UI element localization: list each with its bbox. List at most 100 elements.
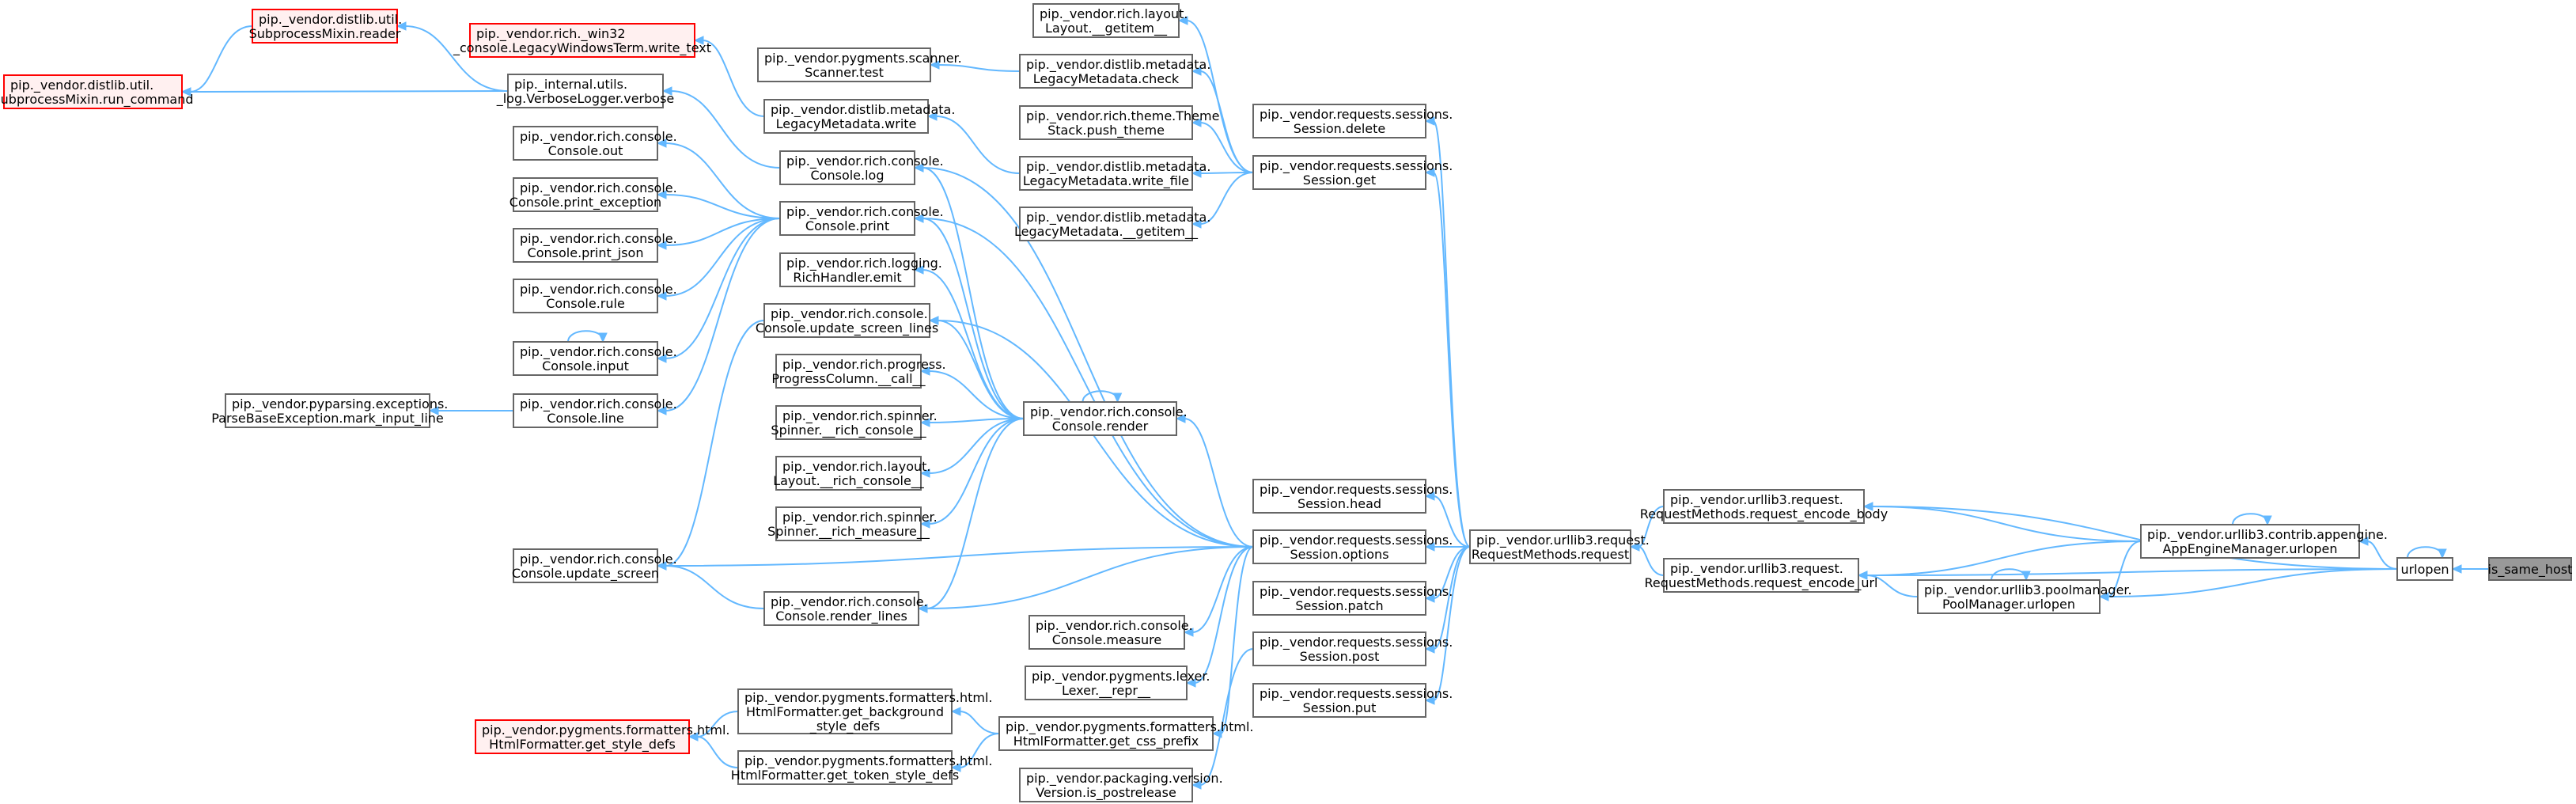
graph-node-console-rule[interactable]: pip._vendor.rich.console.Console.rule <box>513 279 677 313</box>
graph-node-is-postrelease[interactable]: pip._vendor.packaging.version.Version.is… <box>1019 768 1223 802</box>
node-label-line: pip._vendor.rich.progress. <box>782 357 946 373</box>
edge-line <box>665 546 1254 567</box>
graph-node-subprocess-reader[interactable]: pip._vendor.distlib.util.SubprocessMixin… <box>249 9 403 44</box>
node-label-line: Spinner.__rich_console__ <box>771 423 926 438</box>
graph-edge <box>917 418 1025 613</box>
edge-line <box>2107 540 2142 597</box>
node-label-line: _log.VerboseLogger.verbose <box>496 91 675 107</box>
graph-node-console-log[interactable]: pip._vendor.rich.console.Console.log <box>779 150 944 185</box>
graph-node-legacy-getitem[interactable]: pip._vendor.distlib.metadata.LegacyMetad… <box>1014 207 1210 241</box>
graph-node-get-style-defs[interactable]: pip._vendor.pygments.formatters.html.Htm… <box>475 719 730 754</box>
edge-line <box>922 218 1025 419</box>
node-box <box>1019 54 1193 89</box>
graph-node-session-head[interactable]: pip._vendor.requests.sessions.Session.he… <box>1252 479 1453 514</box>
graph-node-mark-input-line[interactable]: pip._vendor.pyparsing.exceptions.ParseBa… <box>211 393 448 428</box>
graph-node-scanner-test[interactable]: pip._vendor.pygments.scanner.Scanner.tes… <box>757 47 962 82</box>
graph-edge <box>928 316 1025 419</box>
graph-node-console-render[interactable]: pip._vendor.rich.console.Console.render <box>1023 401 1188 436</box>
graph-node-subprocess-run[interactable]: pip._vendor.distlib.util.SubprocessMixin… <box>0 74 194 109</box>
edge-line <box>1186 20 1254 173</box>
edge-line <box>922 218 1254 548</box>
graph-node-session-put[interactable]: pip._vendor.requests.sessions.Session.pu… <box>1252 683 1453 718</box>
graph-node-legacy-write-file[interactable]: pip._vendor.distlib.metadata.LegacyMetad… <box>1019 156 1210 191</box>
node-label-line: pip._vendor.packaging.version. <box>1026 771 1223 787</box>
node-label-line: Layout.__getitem__ <box>1045 21 1168 36</box>
graph-edge <box>950 707 1000 734</box>
graph-node-is-same-host[interactable]: is_same_host <box>2488 557 2573 581</box>
edge-arrowhead <box>2263 515 2272 526</box>
node-label-line: ParseBaseException.mark_input_line <box>211 411 444 427</box>
graph-edge <box>656 561 765 609</box>
edge-line <box>2232 513 2268 525</box>
edge-arrowhead <box>1191 66 1202 76</box>
node-label-line: HtmlFormatter.get_css_prefix <box>1013 734 1199 749</box>
graph-node-print-exception[interactable]: pip._vendor.rich.console.Console.print_e… <box>510 177 677 212</box>
graph-edge <box>913 163 1025 419</box>
node-label-line: pip._vendor.rich.console. <box>520 231 677 247</box>
graph-node-print-json[interactable]: pip._vendor.rich.console.Console.print_j… <box>513 228 677 263</box>
edge-line <box>1199 70 1254 173</box>
graph-edge <box>656 190 781 219</box>
graph-node-legacy-check[interactable]: pip._vendor.distlib.metadata.LegacyMetad… <box>1019 54 1210 89</box>
graph-node-urlopen[interactable]: urlopen <box>2396 557 2453 581</box>
node-box <box>513 393 658 428</box>
graph-node-spinner-measure[interactable]: pip._vendor.rich.spinner.Spinner.__rich_… <box>767 506 938 541</box>
graph-node-console-input[interactable]: pip._vendor.rich.console.Console.input <box>513 341 677 376</box>
graph-node-session-delete[interactable]: pip._vendor.requests.sessions.Session.de… <box>1252 104 1453 138</box>
graph-node-request-encode-url[interactable]: pip._vendor.urllib3.request.RequestMetho… <box>1645 558 1878 593</box>
node-label-line: Stack.push_theme <box>1047 123 1165 138</box>
graph-edge <box>656 320 765 571</box>
graph-node-poolmanager-urlopen[interactable]: pip._vendor.urllib3.poolmanager.PoolMana… <box>1917 579 2132 614</box>
edge-arrowhead <box>656 241 667 250</box>
graph-node-update-screen[interactable]: pip._vendor.rich.console.Console.update_… <box>512 548 677 583</box>
graph-edge <box>2098 568 2398 601</box>
graph-node-session-patch[interactable]: pip._vendor.requests.sessions.Session.pa… <box>1252 581 1453 616</box>
graph-node-get-css-prefix[interactable]: pip._vendor.pygments.formatters.html.Htm… <box>998 716 1254 751</box>
graph-node-get-background[interactable]: pip._vendor.pygments.formatters.html.Htm… <box>737 688 993 734</box>
graph-node-update-screen-lines[interactable]: pip._vendor.rich.console.Console.update_… <box>756 303 938 338</box>
graph-node-session-options[interactable]: pip._vendor.requests.sessions.Session.op… <box>1252 529 1453 564</box>
graph-node-console-line[interactable]: pip._vendor.rich.console.Console.line <box>513 393 677 428</box>
graph-node-layout-getitem[interactable]: pip._vendor.rich.layout.Layout.__getitem… <box>1032 3 1188 38</box>
node-label-line: Console.input <box>542 358 629 374</box>
node-label-line: pip._vendor.rich.console. <box>786 204 944 220</box>
graph-edge <box>1424 491 1471 548</box>
graph-node-session-get[interactable]: pip._vendor.requests.sessions.Session.ge… <box>1252 155 1453 190</box>
graph-node-session-post[interactable]: pip._vendor.requests.sessions.Session.po… <box>1252 631 1453 666</box>
graph-edge <box>2098 540 2142 601</box>
graph-node-render-lines[interactable]: pip._vendor.rich.console.Console.render_… <box>763 591 928 626</box>
node-label-line: urlopen <box>2400 562 2449 577</box>
graph-node-get-token[interactable]: pip._vendor.pygments.formatters.html.Htm… <box>731 750 993 785</box>
graph-node-request-encode-body[interactable]: pip._vendor.urllib3.request.RequestMetho… <box>1640 489 1888 524</box>
node-box <box>1019 105 1193 140</box>
graph-node-progress-call[interactable]: pip._vendor.rich.progress.ProgressColumn… <box>771 354 946 389</box>
graph-edge <box>1191 118 1254 173</box>
edge-arrowhead <box>919 366 930 376</box>
node-label-line: pip._vendor.rich.console. <box>520 344 677 360</box>
graph-node-console-print[interactable]: pip._vendor.rich.console.Console.print <box>779 201 944 236</box>
edge-arrowhead <box>1424 116 1435 126</box>
graph-node-legacy-write[interactable]: pip._vendor.distlib.metadata.LegacyMetad… <box>763 99 955 134</box>
node-label-line: pip._vendor.distlib.metadata. <box>1026 210 1210 226</box>
node-label-line: LegacyMetadata.__getitem__ <box>1014 224 1199 240</box>
node-label-line: SubprocessMixin.run_command <box>0 92 194 108</box>
graph-node-console-out[interactable]: pip._vendor.rich.console.Console.out <box>513 126 677 161</box>
graph-node-lexer-repr[interactable]: pip._vendor.pygments.lexer.Lexer.__repr_… <box>1025 666 1210 700</box>
graph-edge <box>180 25 253 97</box>
edge-line <box>189 90 509 93</box>
graph-edge <box>926 112 1021 174</box>
graph-node-theme-push[interactable]: pip._vendor.rich.theme.ThemeStack.push_t… <box>1019 105 1219 140</box>
graph-node-win32-write[interactable]: pip._vendor.rich._win32_console.LegacyWi… <box>453 23 711 58</box>
graph-node-requestmethods-request[interactable]: pip._vendor.urllib3.request.RequestMetho… <box>1469 529 1650 564</box>
node-label-line: pip._vendor.rich.console. <box>771 594 928 610</box>
nodes-layer: is_same_host urlopen pip._vendor.urllib3.c… <box>0 3 2573 802</box>
graph-node-verbose[interactable]: pip._internal.utils._log.VerboseLogger.v… <box>496 74 675 108</box>
graph-node-layout-console[interactable]: pip._vendor.rich.layout.Layout.__rich_co… <box>773 456 931 491</box>
graph-node-appengine-urlopen[interactable]: pip._vendor.urllib3.contrib.appengine.Ap… <box>2140 524 2388 559</box>
node-box <box>775 405 922 440</box>
graph-edge <box>1191 66 1254 173</box>
graph-node-richhandler-emit[interactable]: pip._vendor.rich.logging.RichHandler.emi… <box>779 252 942 287</box>
node-box <box>1917 579 2101 614</box>
graph-node-console-measure[interactable]: pip._vendor.rich.console.Console.measure <box>1029 615 1193 650</box>
graph-node-spinner-console[interactable]: pip._vendor.rich.spinner.Spinner.__rich_… <box>771 405 938 440</box>
